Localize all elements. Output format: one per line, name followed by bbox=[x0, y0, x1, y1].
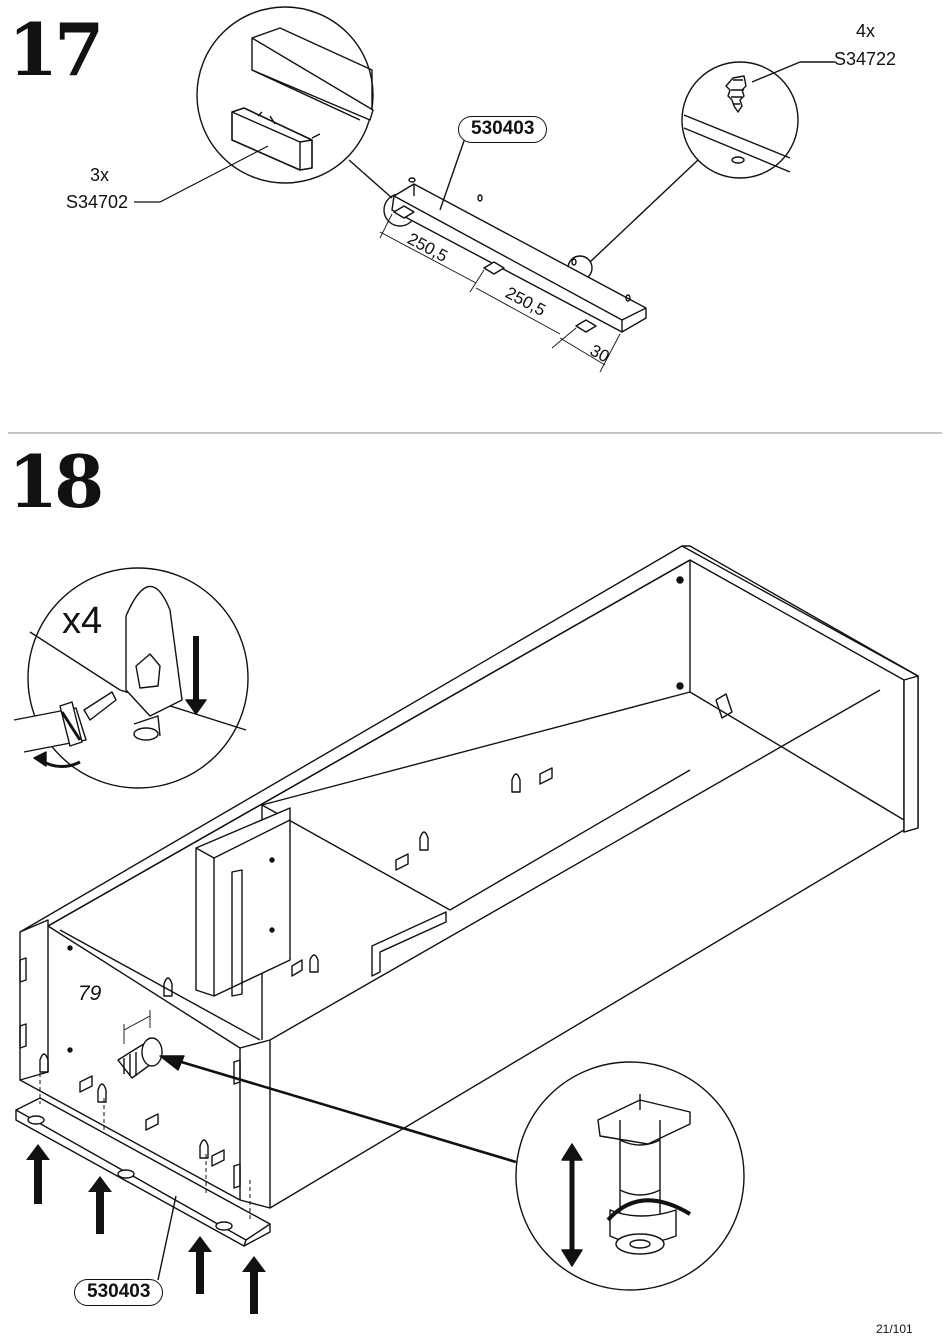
callout-qty-bumper: 3x bbox=[90, 165, 110, 185]
page-number: 21/101 bbox=[876, 1322, 913, 1336]
step-number-18: 18 bbox=[8, 439, 104, 524]
detail-arrow bbox=[159, 1055, 517, 1164]
leader-line-screw-callout bbox=[751, 61, 835, 83]
screw-detail bbox=[683, 75, 791, 173]
leader-line-part-label-18 bbox=[157, 1195, 177, 1281]
leveling-foot-detail bbox=[561, 1094, 692, 1267]
quantity-label-x4: x4 bbox=[62, 600, 103, 642]
part-label-530403-step18: 530403 bbox=[74, 1279, 164, 1306]
step-18-drawing bbox=[13, 545, 919, 1314]
push-up-arrows bbox=[26, 1144, 266, 1314]
callout-code-screw: S34722 bbox=[834, 49, 897, 69]
leveling-foot-installed bbox=[117, 1037, 163, 1079]
dimension-79-lines bbox=[123, 1010, 151, 1044]
step-17-drawing bbox=[196, 6, 835, 373]
rail-530403 bbox=[391, 177, 647, 333]
bumper-detail bbox=[231, 27, 374, 171]
callout-code-bumper: S34702 bbox=[66, 192, 129, 212]
step-number-17: 17 bbox=[8, 7, 104, 92]
detail-circle-bumper bbox=[196, 6, 374, 184]
callout-qty-screw: 4x bbox=[856, 21, 876, 41]
leader-line-part-label bbox=[439, 137, 466, 211]
base-rail-530403 bbox=[15, 1066, 271, 1247]
cabinet-carcass bbox=[19, 545, 919, 1209]
leader-line-screw-detail bbox=[589, 159, 699, 263]
detail-circle-screw bbox=[681, 61, 799, 179]
leader-line-bumper-detail bbox=[348, 159, 393, 199]
dimension-lines bbox=[379, 213, 621, 373]
detail-circle-screwdriver bbox=[27, 567, 249, 789]
detail-circle-leveling-foot bbox=[515, 1061, 745, 1291]
screwdriver-detail bbox=[13, 585, 247, 768]
part-label-530403-step17: 530403 bbox=[458, 116, 548, 143]
dimension-label-79: 79 bbox=[78, 982, 102, 1005]
